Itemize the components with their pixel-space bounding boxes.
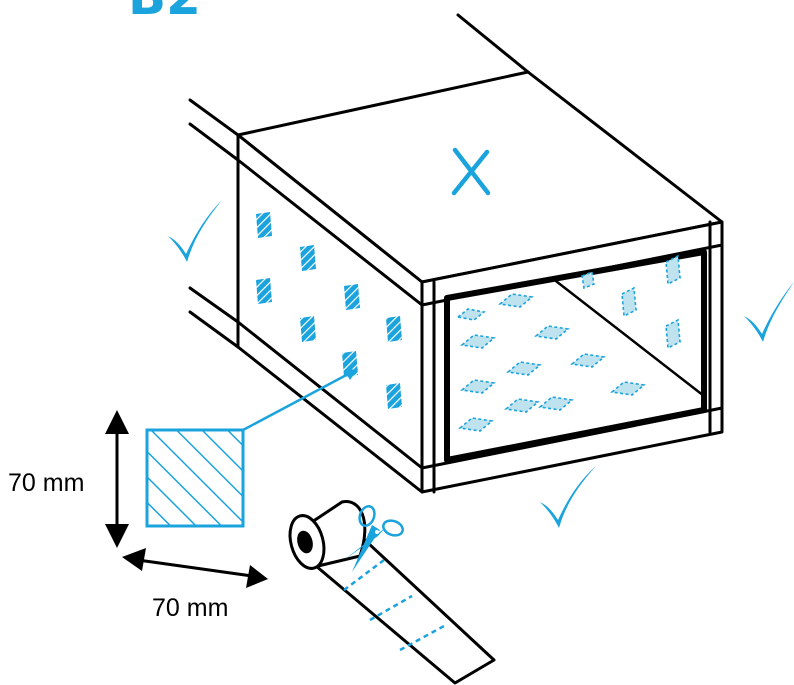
left-face-check-icon: [168, 200, 222, 262]
width-dimension-label: 70 mm: [152, 594, 228, 622]
scissors-icon: [344, 505, 404, 572]
patch-detail: [145, 369, 358, 528]
tape-roll-icon: [288, 500, 496, 685]
height-dimension-arrow: [105, 410, 129, 548]
header-label: B2: [128, 0, 201, 26]
tape-cut-lines: [343, 559, 445, 652]
width-dimension-arrow: [122, 548, 268, 588]
bottom-face-check-icon: [540, 466, 596, 528]
side-patch-group: [256, 212, 402, 409]
top-face-cross-icon: [451, 147, 491, 196]
height-dimension-label: 70 mm: [8, 469, 84, 497]
inner-patch-group: [456, 254, 681, 432]
right-face-check-icon: [744, 282, 794, 342]
